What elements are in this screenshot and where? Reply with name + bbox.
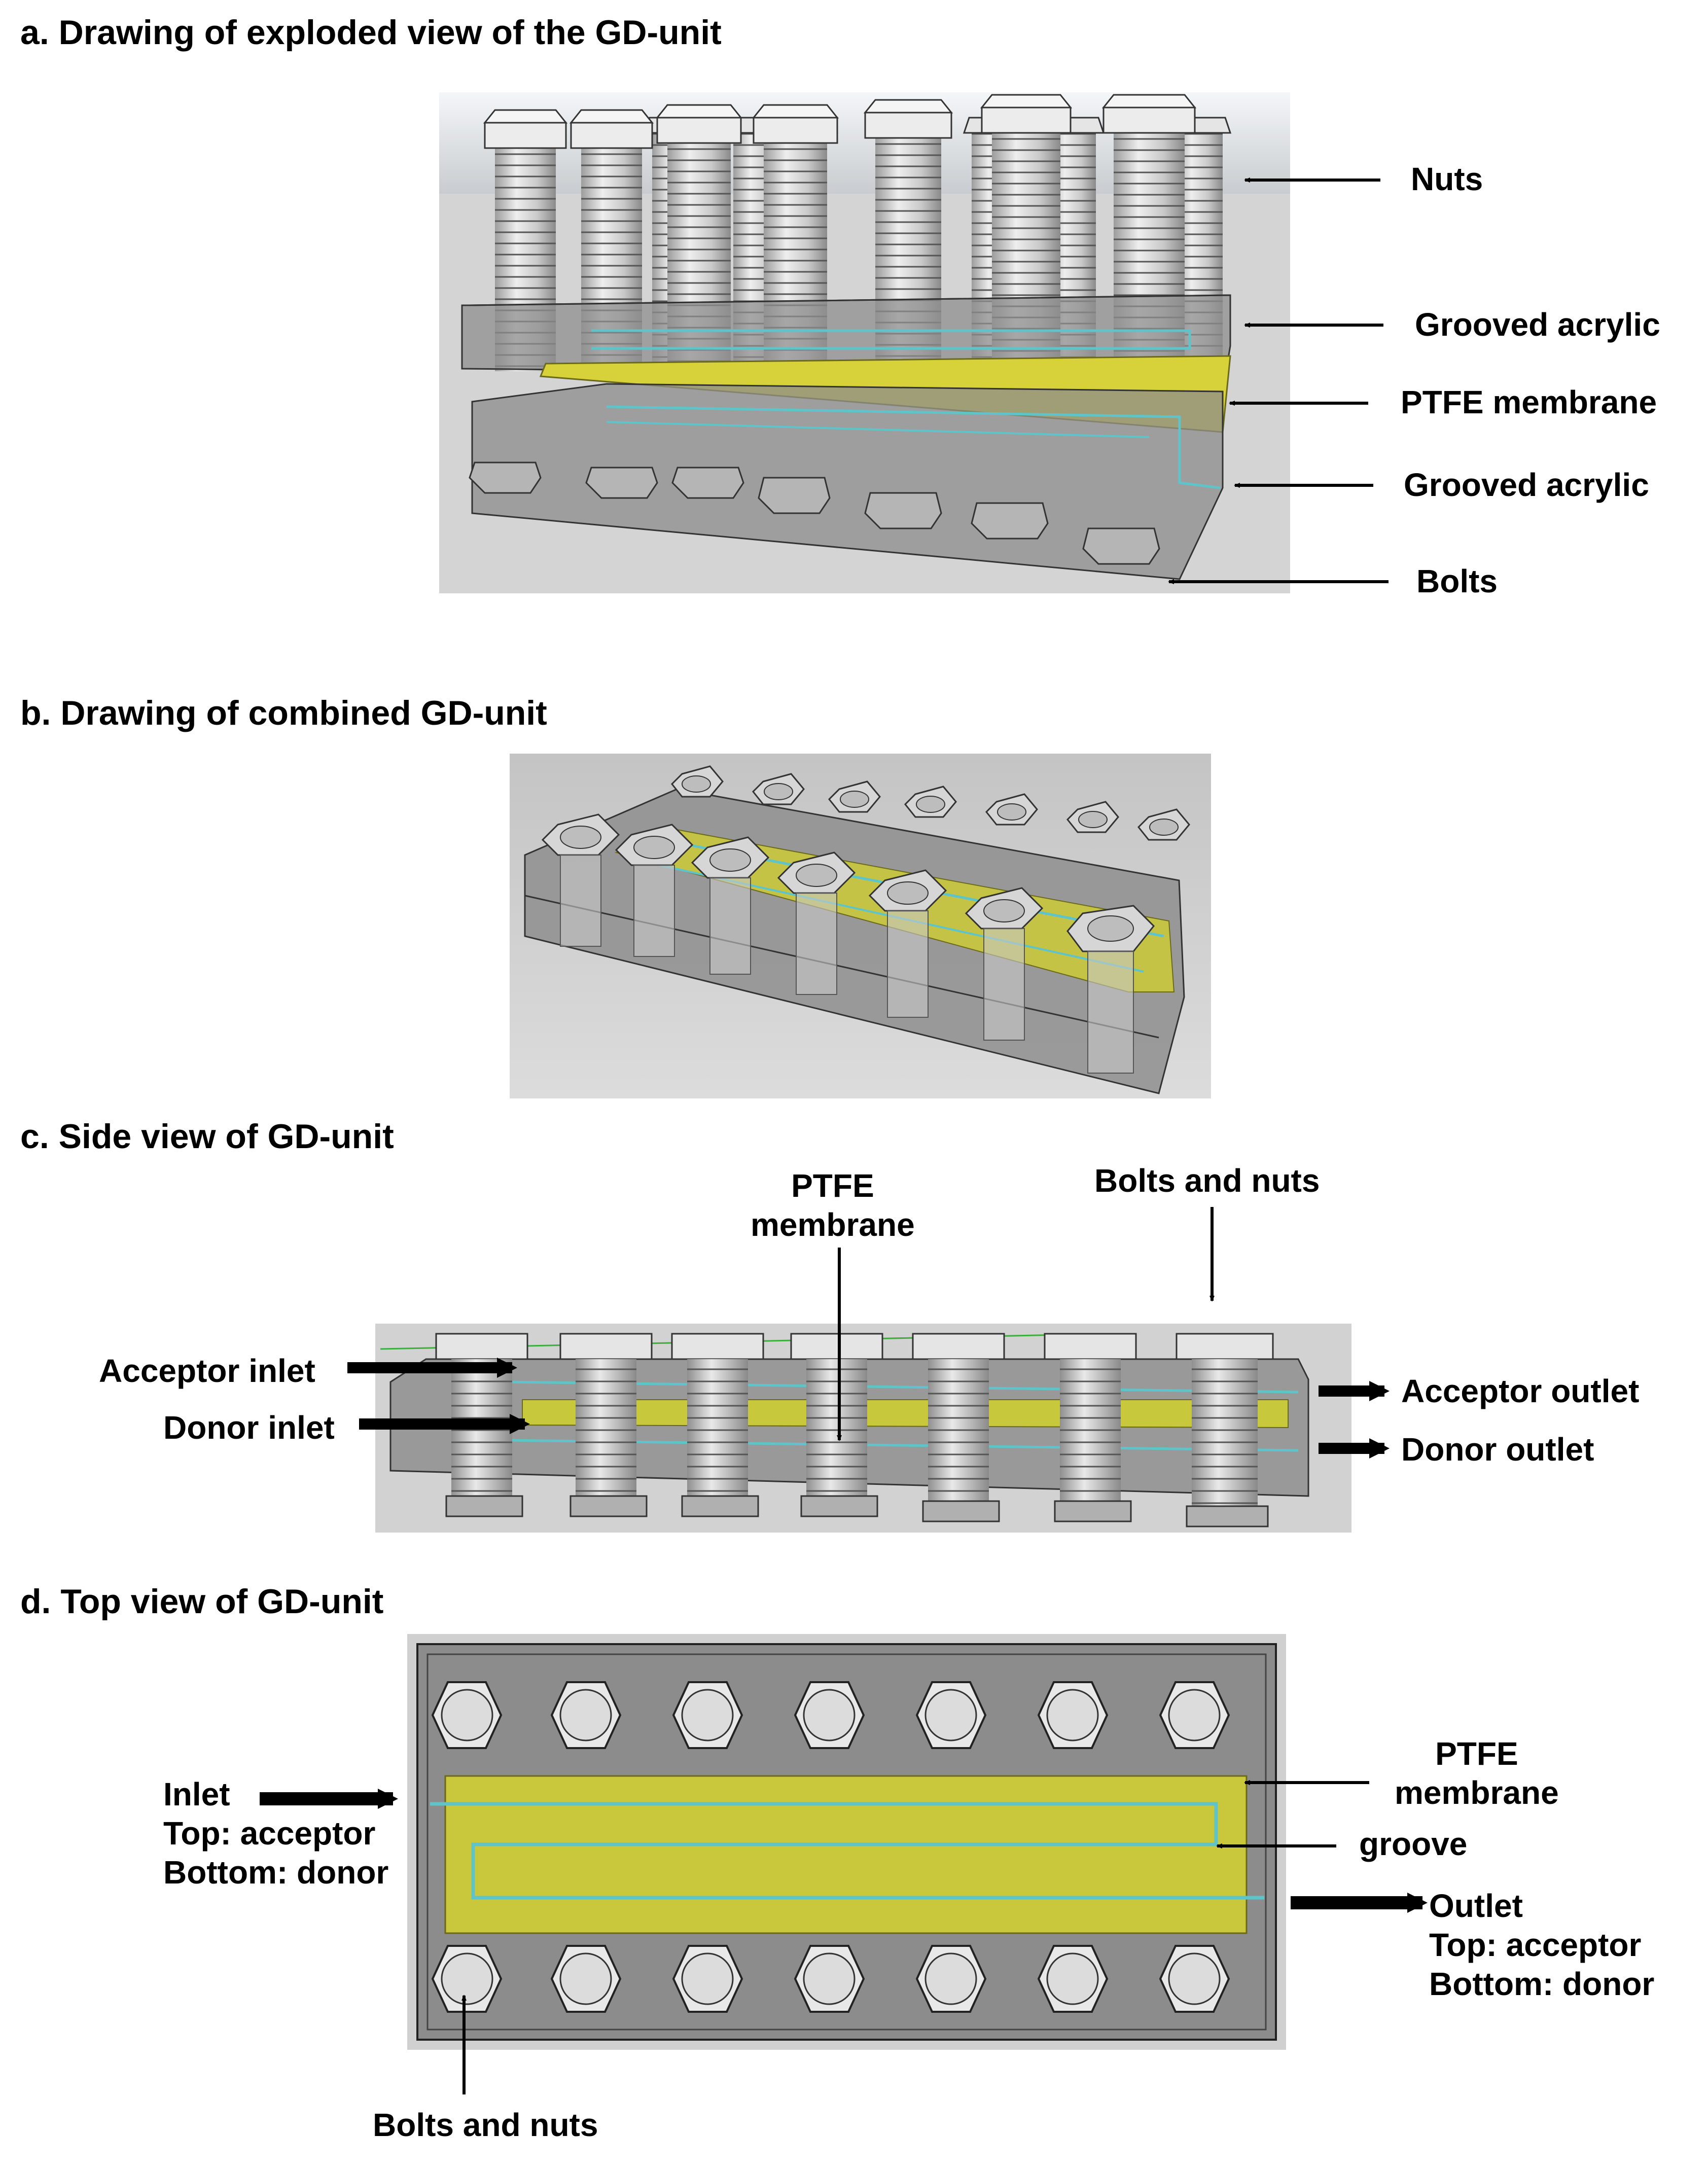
label-ptfe-membrane-top-line1: PTFE [1435, 1735, 1518, 1772]
label-donor-outlet: Donor outlet [1401, 1431, 1594, 1468]
label-ptfe-membrane: PTFE membrane [1401, 384, 1657, 420]
label-inlet-top: Top: acceptor [163, 1815, 376, 1852]
label-outlet-bottom: Bottom: donor [1429, 1965, 1655, 2002]
label-ptfe-membrane-top: PTFE membrane [1395, 1734, 1559, 1812]
label-ptfe-membrane-side-line1: PTFE [791, 1167, 874, 1204]
top-view-drawing [407, 1634, 1286, 2050]
grooved-acrylic-top-plate [461, 294, 1231, 377]
label-nuts: Nuts [1411, 161, 1483, 197]
panel-d-title: d. Top view of GD-unit [20, 1582, 384, 1621]
nuts-top-view [431, 1681, 1230, 2013]
label-ptfe-membrane-side-line2: membrane [751, 1206, 915, 1243]
panel-d-arrows [260, 1780, 1428, 2094]
label-ptfe-membrane-top-line2: membrane [1395, 1774, 1559, 1811]
label-acceptor-outlet: Acceptor outlet [1401, 1373, 1640, 1409]
label-outlet: Outlet [1429, 1888, 1523, 1924]
nut-row-bottom [431, 1945, 1230, 2013]
combined-view-drawing [510, 754, 1211, 1098]
label-bolts: Bolts [1416, 563, 1498, 599]
panel-a-title: a. Drawing of exploded view of the GD-un… [20, 13, 722, 52]
exploded-view-drawing [439, 92, 1290, 593]
label-donor-inlet: Donor inlet [163, 1409, 335, 1446]
panel-c-arrows [347, 1207, 1390, 1459]
label-grooved-acrylic-top: Grooved acrylic [1415, 306, 1660, 343]
panel-a-arrows [1168, 177, 1389, 584]
bolt-heads-bottom [469, 461, 1160, 565]
label-inlet-bottom: Bottom: donor [163, 1854, 389, 1891]
label-groove: groove [1359, 1826, 1468, 1862]
groove-path [430, 1802, 1264, 1900]
bolts-and-nuts-side [435, 1333, 1274, 1527]
label-bolts-and-nuts-side: Bolts and nuts [1094, 1162, 1320, 1199]
label-inlet: Inlet [163, 1776, 230, 1812]
label-acceptor-inlet: Acceptor inlet [99, 1353, 315, 1389]
panel-b-title: b. Drawing of combined GD-unit [20, 694, 547, 732]
label-inlet-block: Inlet Top: acceptor Bottom: donor [163, 1775, 388, 1892]
label-ptfe-membrane-side: PTFE membrane [751, 1166, 915, 1244]
panel-c-title: c. Side view of GD-unit [20, 1117, 394, 1156]
label-outlet-top: Top: acceptor [1429, 1926, 1642, 1963]
label-outlet-block: Outlet Top: acceptor Bottom: donor [1429, 1887, 1654, 2003]
side-view-drawing [375, 1324, 1351, 1533]
nut-row-top [431, 1681, 1230, 1749]
label-bolts-and-nuts-top: Bolts and nuts [373, 2107, 598, 2143]
label-grooved-acrylic-bottom: Grooved acrylic [1404, 467, 1649, 503]
